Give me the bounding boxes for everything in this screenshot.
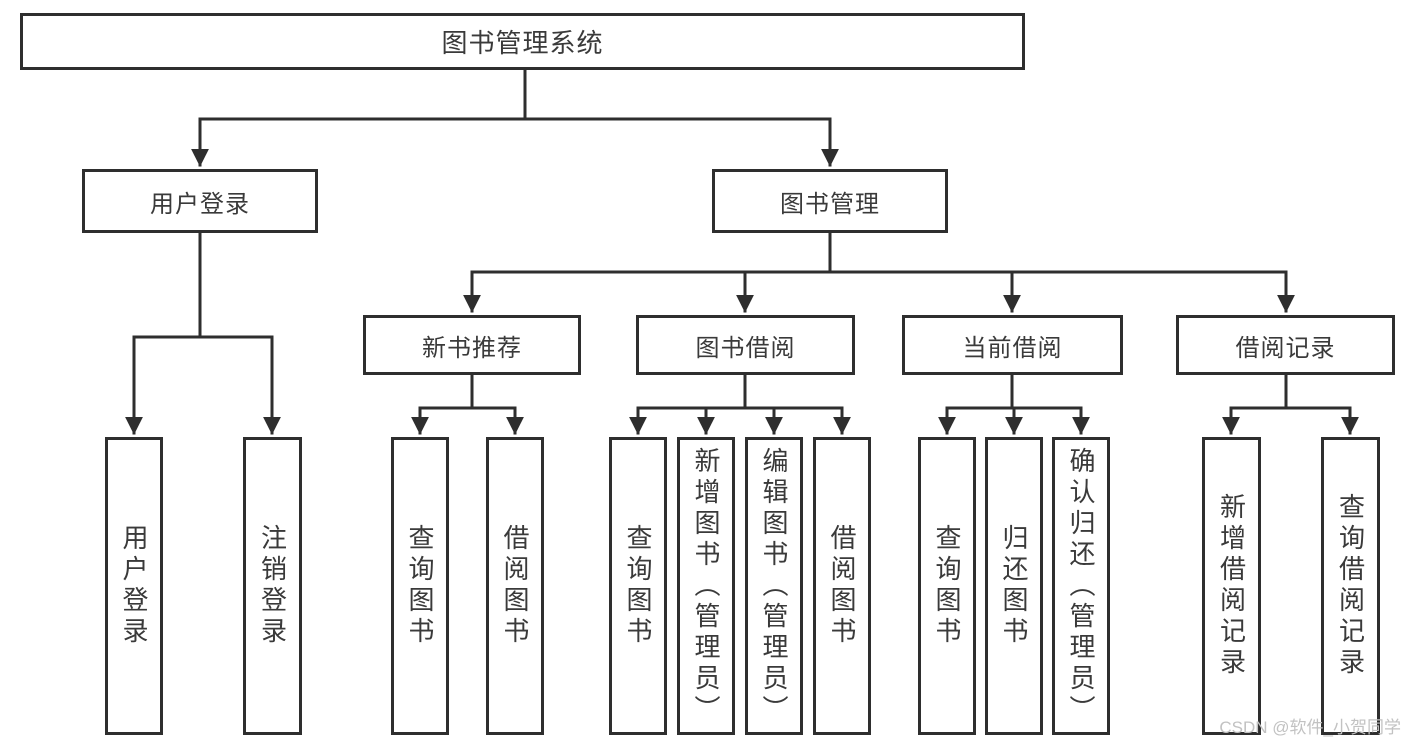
node-label: 图书管理系统 [441,28,604,58]
leaf-query-book-1: 查询图书 [391,437,449,735]
leaf-query-book-2: 查询图书 [609,437,667,735]
node-label: 借阅图书 [827,524,857,648]
node-label: 图书借阅 [695,334,796,362]
node-book-management: 图书管理 [712,169,948,233]
node-label: 新增借阅记录 [1216,493,1247,679]
node-label: 归还图书 [999,524,1029,648]
node-label: 新增图书（管理员） [691,446,721,726]
node-label: 图书管理 [780,190,880,218]
node-current-borrow: 当前借阅 [902,315,1123,375]
leaf-query-borrow-record: 查询借阅记录 [1321,437,1380,735]
node-label: 注销登录 [257,524,288,648]
leaf-add-borrow-record: 新增借阅记录 [1202,437,1261,735]
node-label: 查询借阅记录 [1335,493,1366,679]
leaf-query-book-3: 查询图书 [918,437,976,735]
node-label: 确认归还（管理员） [1066,446,1096,726]
leaf-confirm-return-admin: 确认归还（管理员） [1052,437,1110,735]
node-label: 用户登录 [150,190,250,218]
node-label: 当前借阅 [962,334,1063,362]
leaf-edit-book-admin: 编辑图书（管理员） [745,437,803,735]
watermark: CSDN @软件_小贺同学 [1219,718,1401,737]
node-label: 查询图书 [405,524,435,648]
node-label: 编辑图书（管理员） [759,446,789,726]
leaf-logout: 注销登录 [243,437,302,735]
node-user-login: 用户登录 [82,169,318,233]
node-root-system: 图书管理系统 [20,13,1025,70]
node-label: 查询图书 [623,524,653,648]
node-label: 新书推荐 [422,334,522,362]
node-new-book-recommend: 新书推荐 [363,315,581,375]
leaf-add-book-admin: 新增图书（管理员） [677,437,735,735]
node-book-borrow: 图书借阅 [636,315,855,375]
node-borrow-record: 借阅记录 [1176,315,1395,375]
leaf-user-login: 用户登录 [105,437,163,735]
node-label: 借阅记录 [1235,334,1336,362]
node-label: 查询图书 [932,524,962,648]
node-label: 用户登录 [119,524,149,648]
leaf-return-book: 归还图书 [985,437,1043,735]
leaf-borrow-book-2: 借阅图书 [813,437,871,735]
node-label: 借阅图书 [500,524,530,648]
leaf-borrow-book-1: 借阅图书 [486,437,544,735]
